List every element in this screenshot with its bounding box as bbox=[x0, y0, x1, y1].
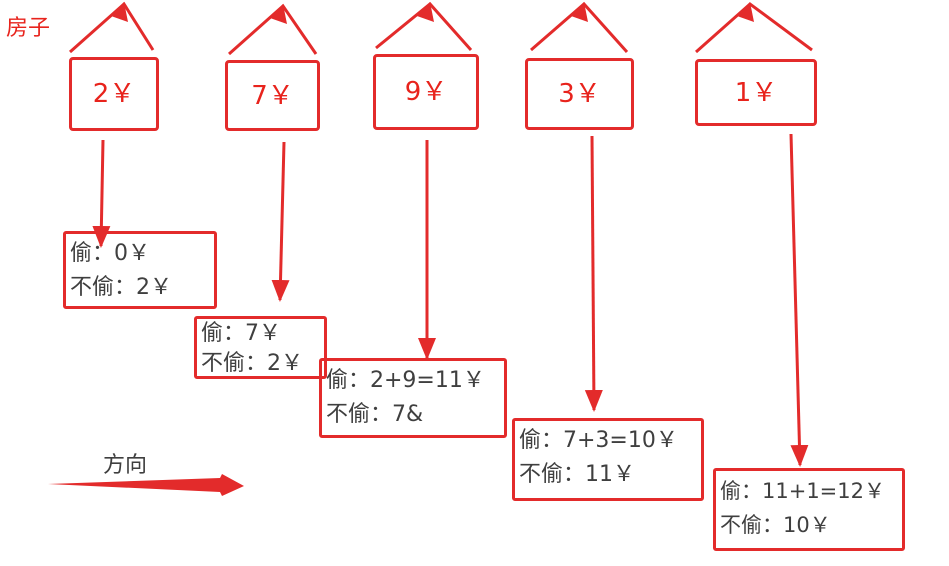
house-value: 7￥ bbox=[251, 80, 294, 111]
arrow-down-1 bbox=[92, 139, 111, 248]
result-box-5: 偷：11+1=12￥ 不偷：10￥ bbox=[713, 468, 905, 551]
no-steal-text: 不偷：2￥ bbox=[70, 275, 172, 300]
no-steal-text: 不偷：11￥ bbox=[519, 462, 635, 487]
houses-label: 房子 bbox=[6, 16, 51, 41]
steal-text: 偷：2+9=11￥ bbox=[326, 368, 485, 393]
arrow-down-5 bbox=[789, 133, 809, 467]
no-steal-text: 不偷：2￥ bbox=[201, 351, 303, 376]
direction-label: 方向 bbox=[103, 453, 148, 478]
house-value: 3￥ bbox=[558, 79, 601, 109]
roof-peak-5 bbox=[737, 2, 754, 22]
result-box-3: 偷：2+9=11￥ 不偷：7& bbox=[319, 358, 507, 438]
steal-text: 偷：7￥ bbox=[201, 321, 281, 346]
result-box-4: 偷：7+3=10￥ 不偷：11￥ bbox=[512, 418, 704, 501]
no-steal-text: 不偷：7& bbox=[326, 402, 424, 427]
house-2: 7￥ bbox=[225, 60, 320, 131]
roof-peak-1 bbox=[111, 2, 128, 22]
roof-peak-2 bbox=[270, 4, 287, 24]
steal-text: 偷：0￥ bbox=[70, 241, 150, 266]
steal-text: 偷：11+1=12￥ bbox=[720, 479, 885, 503]
roof-2 bbox=[228, 3, 318, 56]
house-4: 3￥ bbox=[525, 58, 634, 130]
steal-text: 偷：7+3=10￥ bbox=[519, 428, 678, 453]
house-value: 2￥ bbox=[92, 79, 136, 109]
no-steal-text: 不偷：10￥ bbox=[720, 513, 831, 537]
roof-1 bbox=[69, 1, 155, 54]
result-box-1: 偷：0￥ 不偷：2￥ bbox=[63, 231, 217, 309]
house-3: 9￥ bbox=[373, 54, 479, 130]
roof-peak-4 bbox=[571, 2, 588, 22]
arrow-down-2 bbox=[271, 141, 290, 302]
house-5: 1￥ bbox=[695, 59, 817, 126]
result-box-2: 偷：7￥ 不偷：2￥ bbox=[194, 316, 327, 379]
direction-arrow bbox=[48, 474, 244, 496]
house-1: 2￥ bbox=[69, 57, 159, 131]
arrow-down-4 bbox=[584, 135, 603, 412]
roof-peak-3 bbox=[417, 2, 434, 22]
house-value: 1￥ bbox=[734, 77, 778, 108]
roof-5 bbox=[695, 2, 813, 54]
house-value: 9￥ bbox=[404, 77, 448, 107]
